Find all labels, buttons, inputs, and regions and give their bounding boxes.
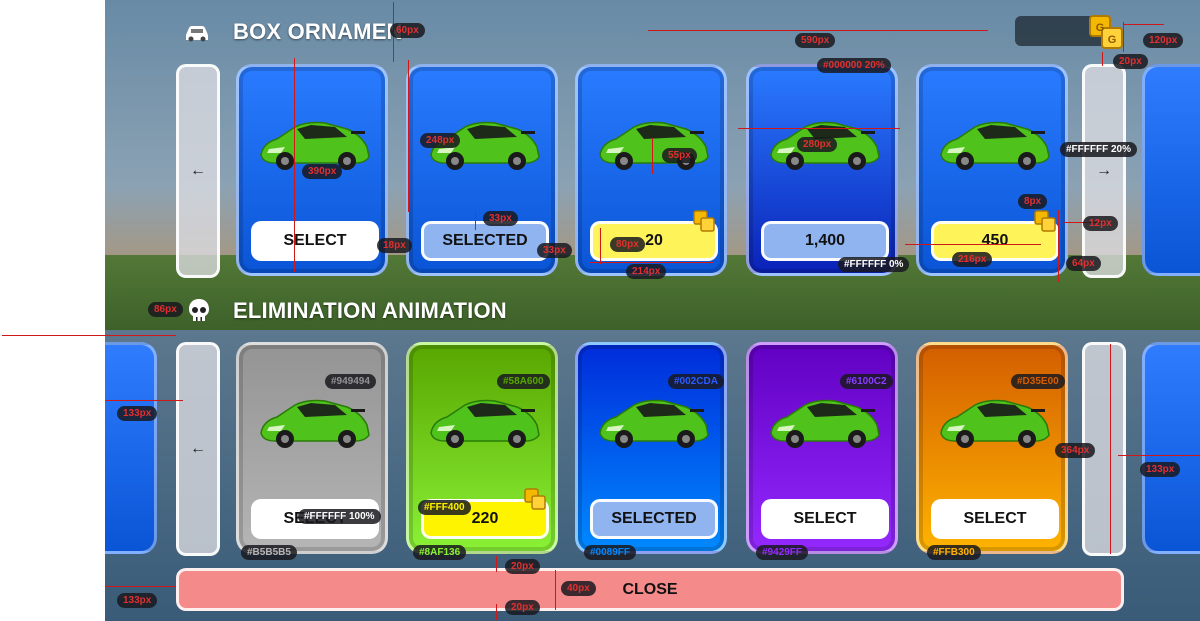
annotation-color: #0089FF [584,545,637,560]
card-action-button[interactable]: SELECTED [421,221,549,261]
car-preview-image [255,385,375,455]
annotation-label: 133px [117,406,158,421]
annotation-label: 80px [610,237,645,252]
card-action-button[interactable]: SELECT [931,499,1059,539]
row1-left-arrow-button[interactable]: ← [176,64,220,278]
car-preview-image [935,385,1055,455]
close-button[interactable]: CLOSE [176,568,1124,611]
annotation-label: #FFFFFF 0% [838,257,910,272]
annotation-color: #8AF136 [413,545,467,560]
item-card[interactable]: 20 [575,64,727,276]
arrow-left-icon: ← [190,440,206,457]
annotation-color: #FFFFFF 100% [298,509,381,524]
arrow-right-icon: → [1096,162,1112,179]
card-action-button[interactable]: SELECTED [590,499,718,539]
svg-text:G: G [1096,22,1105,34]
annotation-label: 33px [483,211,518,226]
annotation-color: #9429FF [756,545,809,560]
row2-next-card-peek [1142,342,1200,554]
annotation-label: 248px [420,133,461,148]
annotation-color: #6100C2 [840,374,893,389]
annotation-label: 120px [1143,33,1184,48]
item-card[interactable]: 450 [916,64,1068,276]
annotation-label: 64px [1066,256,1101,271]
item-card[interactable]: SELECT [746,342,898,554]
car-preview-image [935,107,1055,177]
annotation-color: #002CDA [668,374,724,389]
annotation-color: #949494 [325,374,376,389]
annotation-label: 280px [797,137,838,152]
item-card[interactable]: 1,400 [746,64,898,276]
row1-next-card-peek [1142,64,1200,276]
row2-left-arrow-button[interactable]: ← [176,342,220,556]
item-card[interactable]: SELECTED [406,64,558,276]
row2-prev-card-peek [105,342,157,554]
coin-icon [1033,209,1057,233]
annotation-label: 133px [1140,462,1181,477]
annotation-label: 216px [952,252,993,267]
annotation-color: #B5B5B5 [241,545,297,560]
card-action-button[interactable]: SELECT [251,221,379,261]
annotation-label: 390px [302,164,343,179]
car-preview-image [255,107,375,177]
item-card[interactable]: SELECT [236,64,388,276]
annotation-label: 20px [505,600,540,615]
annotation-label: #000000 20% [817,58,891,73]
coin-icon [523,487,547,511]
annotation-label: #FFFFFF 20% [1060,142,1138,157]
annotation-color: #58A600 [497,374,550,389]
car-preview-image [594,107,714,177]
car-preview-image [594,385,714,455]
annotation-label: 133px [117,593,158,608]
annotation-color: #FFB300 [927,545,981,560]
arrow-left-icon: ← [190,162,206,179]
card-action-button[interactable]: 20 [590,221,718,261]
annotation-label: 364px [1055,443,1096,458]
annotation-label: 18px [377,238,412,253]
annotation-label: 8px [1018,194,1048,209]
annotation-label: 590px [795,33,836,48]
section-title-box-ornament: BOX ORNAMEN [233,19,403,44]
svg-text:G: G [1108,34,1117,46]
annotation-label: 33px [537,243,572,258]
annotation-color: #D35E00 [1011,374,1065,389]
car-preview-image [765,385,885,455]
row1-right-arrow-button[interactable]: → [1082,64,1126,278]
card-action-button[interactable]: SELECT [761,499,889,539]
skull-icon [184,296,214,326]
coin-stack-icon: G G [1089,15,1123,49]
annotation-label: 20px [505,559,540,574]
annotation-label: 12px [1083,216,1118,231]
annotation-label: 60px [390,23,425,38]
annotation-label: 86px [148,302,183,317]
card-action-button[interactable]: 1,400 [761,221,889,261]
card-action-button[interactable]: 220 [421,499,549,539]
car-preview-image [425,385,545,455]
section-title-elimination-animation: ELIMINATION ANIMATION [233,298,507,323]
car-icon [182,18,212,48]
annotation-label: 40px [561,581,596,596]
annotation-label: 20px [1113,54,1148,69]
annotation-label: 214px [626,264,667,279]
annotation-color: #FFF400 [418,500,471,515]
coin-icon [692,209,716,233]
annotation-label: 55px [662,148,697,163]
